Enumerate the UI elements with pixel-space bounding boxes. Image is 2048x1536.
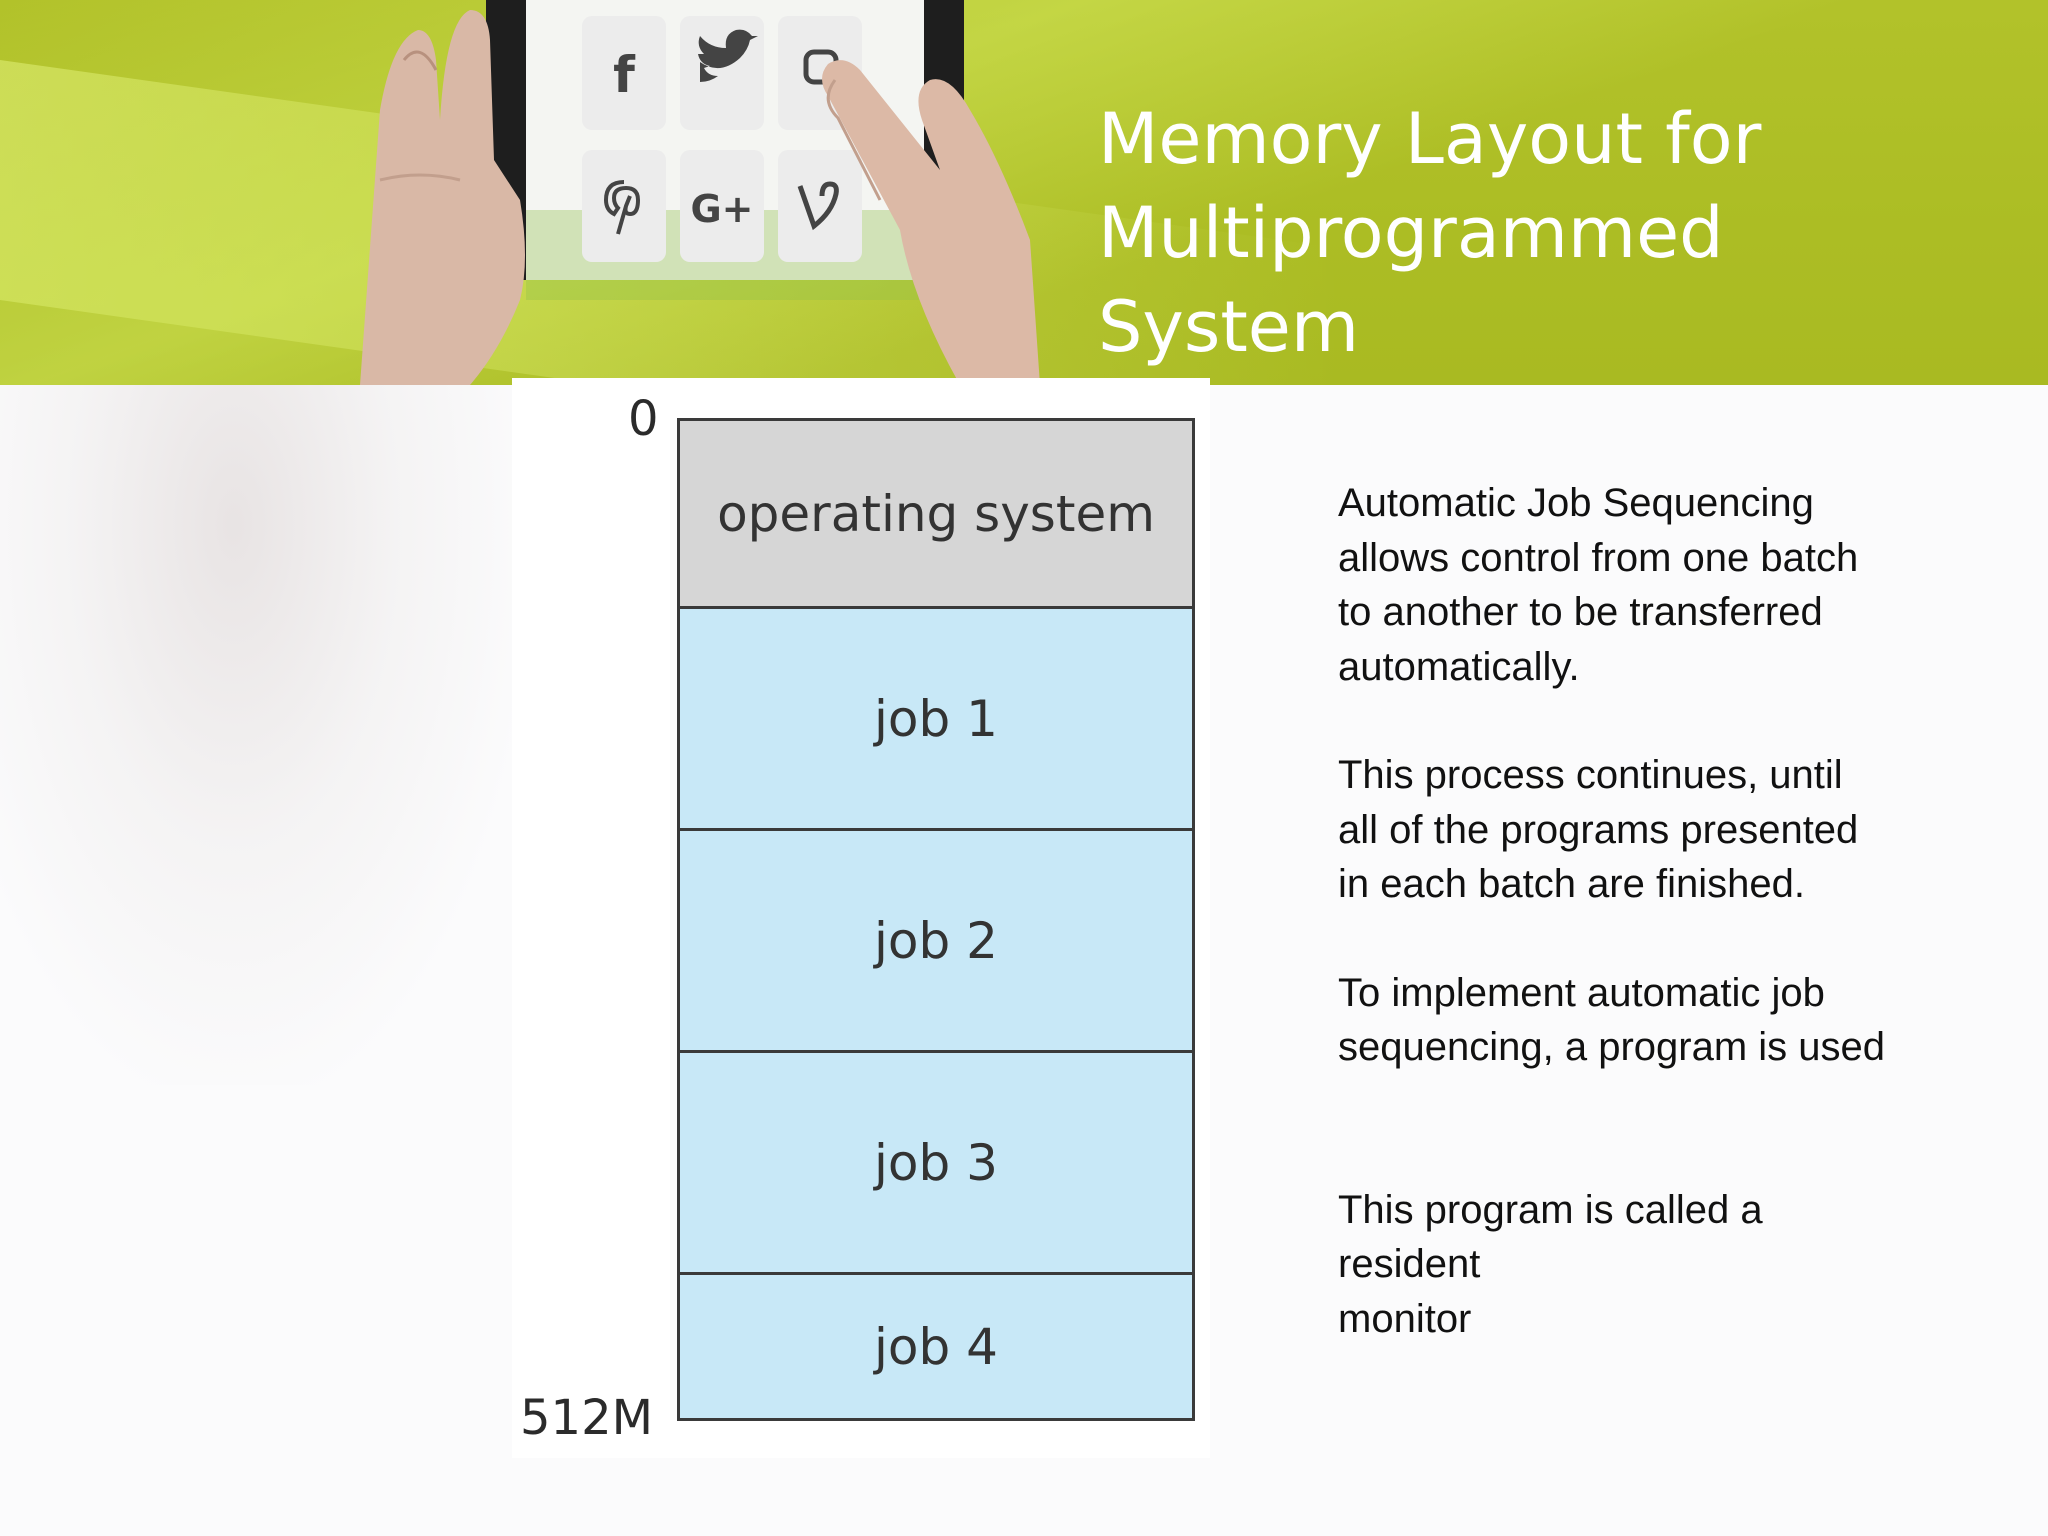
address-end-label: 512M — [520, 1390, 654, 1446]
facebook-glyph: f — [613, 46, 636, 104]
google-plus-icon: G+ — [680, 150, 764, 262]
body-text: Automatic Job Sequencing allows control … — [1338, 476, 1998, 1346]
faded-arm-with-watch — [0, 385, 520, 1085]
google-plus-glyph: G+ — [690, 187, 753, 231]
memory-layout-diagram: operating system job 1 job 2 job 3 job 4 — [677, 418, 1195, 1421]
left-hand — [360, 10, 525, 385]
header-banner: f G+ — [0, 0, 2048, 385]
segment-job-1: job 1 — [680, 609, 1192, 831]
segment-job-2: job 2 — [680, 831, 1192, 1053]
segment-operating-system: operating system — [680, 421, 1192, 609]
segment-job-3: job 3 — [680, 1053, 1192, 1275]
right-hand — [822, 60, 1040, 385]
twitter-icon — [680, 16, 764, 130]
hero-photo-tablet-hands: f G+ — [360, 0, 1040, 385]
facebook-icon: f — [582, 16, 666, 130]
slide-title: Memory Layout for Multiprogrammed System — [1098, 98, 1762, 368]
paragraph-resident-monitor: This program is called a resident monito… — [1338, 1187, 1763, 1341]
paragraph-automatic-job-sequencing: Automatic Job Sequencing allows control … — [1338, 481, 1859, 689]
paragraph-process-continues: This process continues, until all of the… — [1338, 753, 1859, 906]
paragraph-implement-sequencing: To implement automatic job sequencing, a… — [1338, 970, 1885, 1070]
pinterest-icon — [582, 150, 666, 262]
vine-icon — [778, 150, 862, 262]
address-start-label: 0 — [628, 391, 659, 447]
segment-job-4: job 4 — [680, 1275, 1192, 1418]
